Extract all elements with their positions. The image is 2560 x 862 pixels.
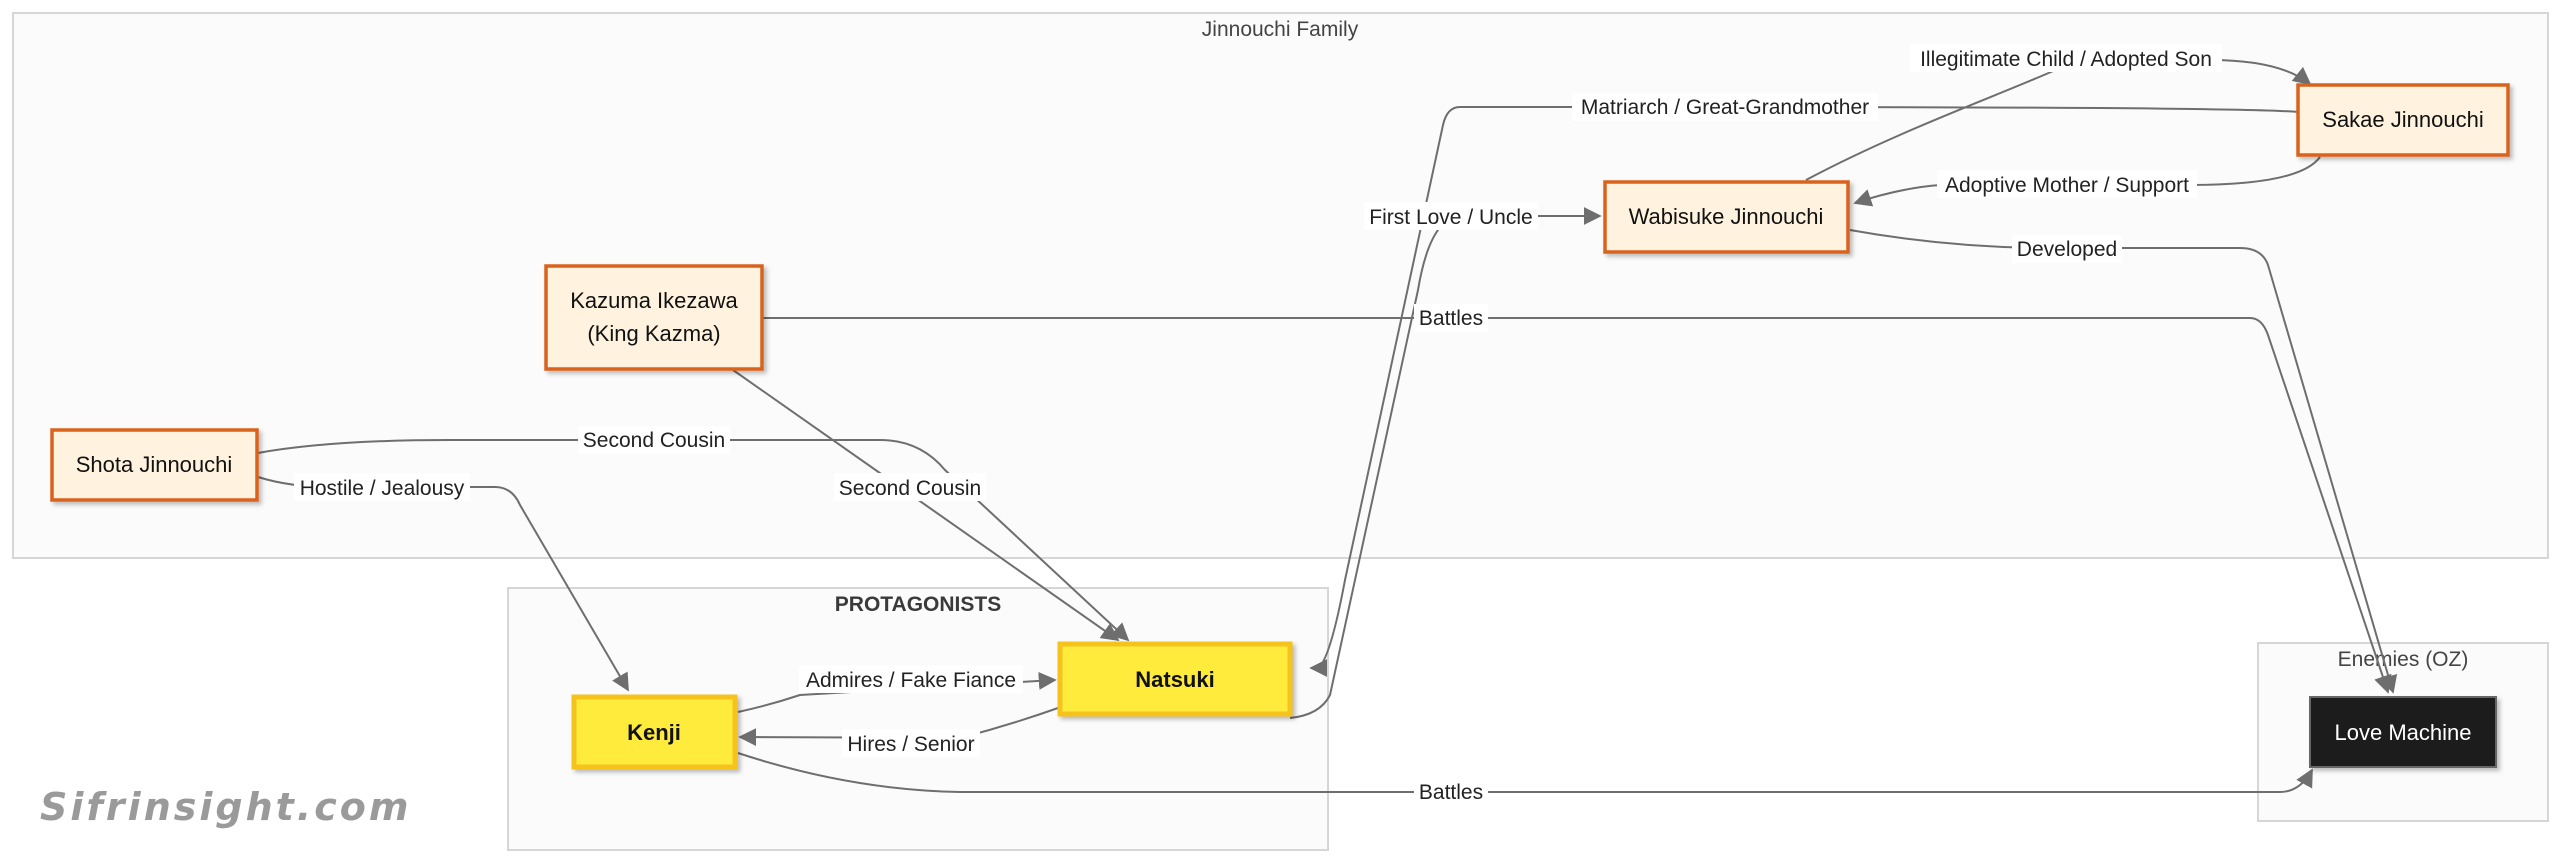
edge-label-admires: Admires / Fake Fiance <box>806 669 1016 692</box>
node-label: Kenji <box>627 720 681 745</box>
edge-second-cousin-shota <box>257 439 1130 642</box>
node-label: Wabisuke Jinnouchi <box>1629 204 1824 229</box>
edge-label-battles-kazuma: Battles <box>1419 307 1483 330</box>
node-wabisuke-jinnouchi[interactable]: Wabisuke Jinnouchi <box>1603 180 1850 254</box>
edge-label-battles-kenji: Battles <box>1419 781 1483 804</box>
edge-label-developed: Developed <box>2017 238 2117 261</box>
edge-label-matriarch: Matriarch / Great-Grandmother <box>1581 96 1869 119</box>
node-label: Natsuki <box>1135 667 1214 692</box>
watermark-logo: Sifrinsight.com <box>40 785 412 829</box>
node-label: Shota Jinnouchi <box>76 452 233 477</box>
node-love-machine[interactable]: Love Machine <box>2309 696 2497 768</box>
cluster-title-family: Jinnouchi Family <box>1202 18 1359 41</box>
node-kenji[interactable]: Kenji <box>571 694 738 770</box>
edge-battles-kenji <box>737 752 2313 793</box>
node-natsuki[interactable]: Natsuki <box>1057 641 1293 717</box>
cluster-title-protagonists: PROTAGONISTS <box>835 593 1001 616</box>
edge-label-illegitimate: Illegitimate Child / Adopted Son <box>1920 48 2212 71</box>
node-label: Love Machine <box>2335 720 2472 745</box>
edge-second-cousin-kazuma <box>732 369 1120 642</box>
edge-label-second-cousin-shota: Second Cousin <box>583 429 725 452</box>
edge-admires <box>737 671 1057 713</box>
node-label-line-2: (King Kazma) <box>587 321 720 346</box>
edge-label-first-love: First Love / Uncle <box>1369 206 1532 229</box>
edge-labels: Illegitimate Child / Adopted Son Matriar… <box>294 44 2222 806</box>
node-sakae-jinnouchi[interactable]: Sakae Jinnouchi <box>2296 83 2510 157</box>
nodes: Sakae Jinnouchi Wabisuke Jinnouchi Kazum… <box>50 83 2510 770</box>
edge-battles-kazuma <box>763 317 2392 694</box>
node-kazuma-ikezawa[interactable]: Kazuma Ikezawa (King Kazma) <box>544 264 764 371</box>
cluster-title-enemies: Enemies (OZ) <box>2338 648 2469 671</box>
node-label-line-1: Kazuma Ikezawa <box>570 288 738 313</box>
edge-label-hostile: Hostile / Jealousy <box>300 477 465 500</box>
edge-label-adoptive: Adoptive Mother / Support <box>1945 174 2189 197</box>
node-label: Sakae Jinnouchi <box>2322 107 2483 132</box>
edge-label-hires: Hires / Senior <box>847 733 974 756</box>
node-shota-jinnouchi[interactable]: Shota Jinnouchi <box>50 428 259 502</box>
edge-label-second-cousin-kazuma: Second Cousin <box>839 477 981 500</box>
cluster-jinnouchi-family: Jinnouchi Family <box>12 12 2549 559</box>
